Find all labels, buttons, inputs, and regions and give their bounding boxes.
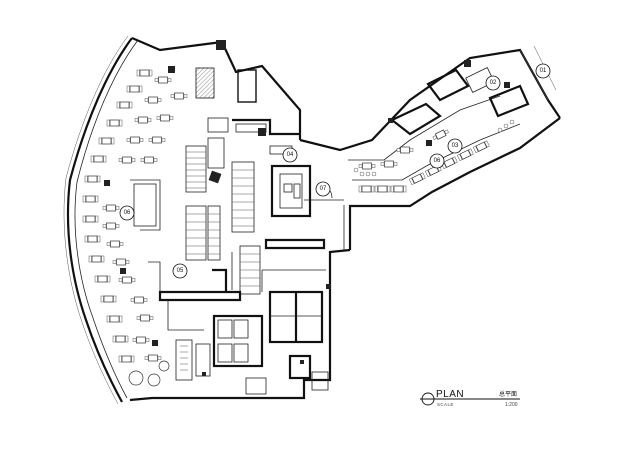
left-dining-area [82,66,188,387]
svg-text:06: 06 [434,158,441,164]
section-marker-04: 04 [282,147,298,163]
title-block: PLAN SCALE 总平面 1:200 [420,389,520,408]
section-marker-05: 05 [172,263,188,279]
svg-text:01: 01 [540,68,547,74]
central-area [158,40,326,302]
svg-text:02: 02 [490,80,497,86]
svg-text:07: 07 [320,186,327,192]
right-wing [304,45,557,201]
service-block [167,269,331,395]
svg-text:05: 05 [177,268,184,274]
section-marker-06-right: 06 [429,153,445,169]
svg-text:04: 04 [287,152,294,158]
section-markers: 01 02 03 04 05 06 06 07 [119,63,551,279]
plan-name: 总平面 [499,390,517,398]
section-marker-06-left: 06 [119,205,135,221]
plan-label: PLAN [436,389,464,400]
section-marker-03: 03 [447,138,463,154]
svg-text:06: 06 [124,210,131,216]
section-marker-07: 07 [315,181,331,197]
section-marker-02: 02 [485,75,501,91]
scale-caption: SCALE [437,402,454,407]
section-marker-01: 01 [535,63,551,79]
scale-ratio: 1:200 [505,402,518,408]
svg-text:03: 03 [452,143,459,149]
